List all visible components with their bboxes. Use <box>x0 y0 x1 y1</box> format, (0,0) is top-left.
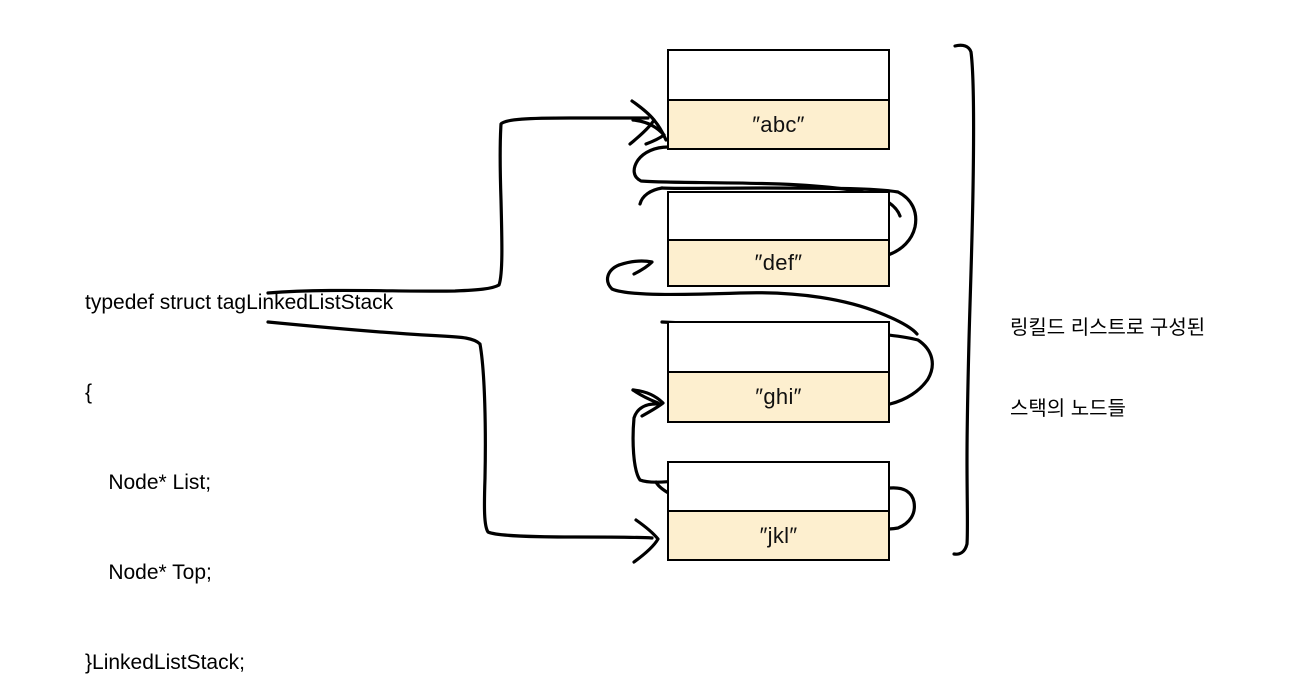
code-line-1: typedef struct tagLinkedListStack <box>85 291 394 314</box>
pointer-node2-next <box>660 186 918 257</box>
node-2-link-field <box>669 193 888 241</box>
arrowhead-node3-in <box>631 388 665 418</box>
pointer-node2-in-tail <box>605 263 919 336</box>
caption-line-2: 스택의 노드들 <box>1010 398 1126 420</box>
struct-code-block: typedef struct tagLinkedListStack { Node… <box>85 228 393 679</box>
list-node-3: ″ghi″ <box>667 321 890 423</box>
group-bracket <box>952 43 976 556</box>
code-line-4: Node* Top; <box>85 561 212 584</box>
list-node-2: ″def″ <box>667 191 890 287</box>
code-line-5: }LinkedListStack; <box>85 651 245 674</box>
caption-line-1: 링킬드 리스트로 구성된 <box>1010 317 1206 339</box>
bracket-caption: 링킬드 리스트로 구성된 스택의 노드들 <box>1010 261 1205 477</box>
node-3-link-field <box>669 323 888 373</box>
node-4-link-field <box>669 463 888 512</box>
node-2-data-field: ″def″ <box>669 241 888 285</box>
node-4-data-field: ″jkl″ <box>669 512 888 559</box>
pointer-list-to-node1 <box>266 116 650 295</box>
pointer-node2-into-node3 <box>638 186 664 206</box>
list-node-1: ″abc″ <box>667 49 890 150</box>
arrowhead-top <box>632 518 660 564</box>
arrowhead-node2-in <box>617 259 654 276</box>
node-1-data-field: ″abc″ <box>669 101 888 148</box>
node-3-data-field: ″ghi″ <box>669 373 888 421</box>
list-node-4: ″jkl″ <box>667 461 890 561</box>
pointer-top-to-node4 <box>266 320 654 540</box>
node-1-link-field <box>669 51 888 101</box>
code-line-2: { <box>85 381 93 404</box>
arrowhead-node1-loop <box>631 118 666 146</box>
code-line-3: Node* List; <box>85 471 212 494</box>
pointer-node3-in-tail <box>631 388 660 405</box>
